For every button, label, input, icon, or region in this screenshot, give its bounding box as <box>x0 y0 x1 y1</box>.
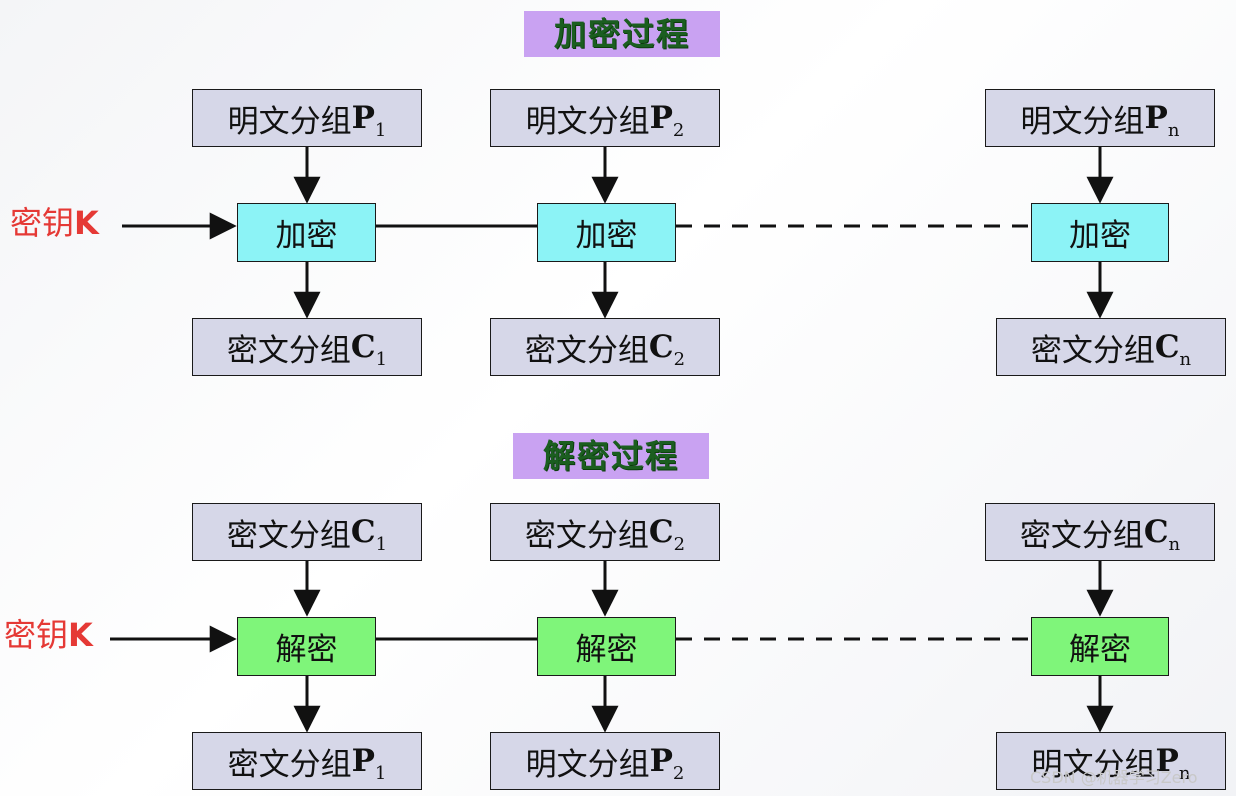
block-label: 密文分组 <box>1030 332 1155 369</box>
block-subscript: 2 <box>673 533 686 555</box>
key-text: 密钥 <box>4 616 69 654</box>
block-subscript: 2 <box>672 119 685 141</box>
block-subscript: n <box>1179 348 1192 370</box>
block-letter: C <box>648 514 674 550</box>
decrypt-op-1: 解密 <box>237 617 376 676</box>
encrypt-op-n: 加密 <box>1031 203 1169 262</box>
block-letter: P <box>351 100 375 136</box>
block-subscript: n <box>1168 533 1181 555</box>
block-letter: C <box>1143 514 1169 550</box>
encrypt-op-2: 加密 <box>537 203 676 262</box>
block-subscript: 2 <box>672 762 685 784</box>
block-letter: P <box>351 743 375 779</box>
block-label: 明文分组 <box>525 103 650 140</box>
block-label: 明文分组 <box>1031 746 1156 783</box>
block-label: 明文分组 <box>227 103 352 140</box>
block-label: 明文分组 <box>525 746 650 783</box>
block-label: 密文分组 <box>226 332 351 369</box>
decryption-key-label: 密钥K <box>4 610 93 656</box>
block-subscript: 1 <box>374 119 387 141</box>
block-label: 密文分组 <box>1019 517 1144 554</box>
block-label: 明文分组 <box>1020 103 1145 140</box>
block-letter: C <box>648 329 674 365</box>
block-label: 密文分组 <box>524 517 649 554</box>
block-subscript: 2 <box>673 348 686 370</box>
encryption-key-label: 密钥K <box>10 198 99 244</box>
block-letter: C <box>1154 329 1180 365</box>
decryption-title: 解密过程 <box>513 433 709 479</box>
block-letter: C <box>350 514 376 550</box>
decrypt-op-n: 解密 <box>1031 617 1169 676</box>
block-subscript: n <box>1167 119 1180 141</box>
encrypt-op-1: 加密 <box>237 203 376 262</box>
block-label: 密文分组 <box>227 746 352 783</box>
watermark: CSDN @机器学习Zero <box>1030 768 1198 787</box>
block-label: 密文分组 <box>524 332 649 369</box>
key-text: 密钥 <box>10 204 75 242</box>
block-letter: P <box>1155 743 1179 779</box>
block-subscript: 1 <box>375 348 388 370</box>
block-label: 密文分组 <box>226 517 351 554</box>
block-letter: P <box>649 100 673 136</box>
block-subscript: 1 <box>375 533 388 555</box>
encryption-title: 加密过程 <box>524 11 720 57</box>
decrypt-op-2: 解密 <box>537 617 676 676</box>
key-letter: K <box>68 616 93 654</box>
block-subscript: n <box>1178 762 1191 784</box>
block-letter: P <box>649 743 673 779</box>
block-letter: P <box>1144 100 1168 136</box>
block-letter: C <box>350 329 376 365</box>
key-letter: K <box>74 204 99 242</box>
block-subscript: 1 <box>374 762 387 784</box>
